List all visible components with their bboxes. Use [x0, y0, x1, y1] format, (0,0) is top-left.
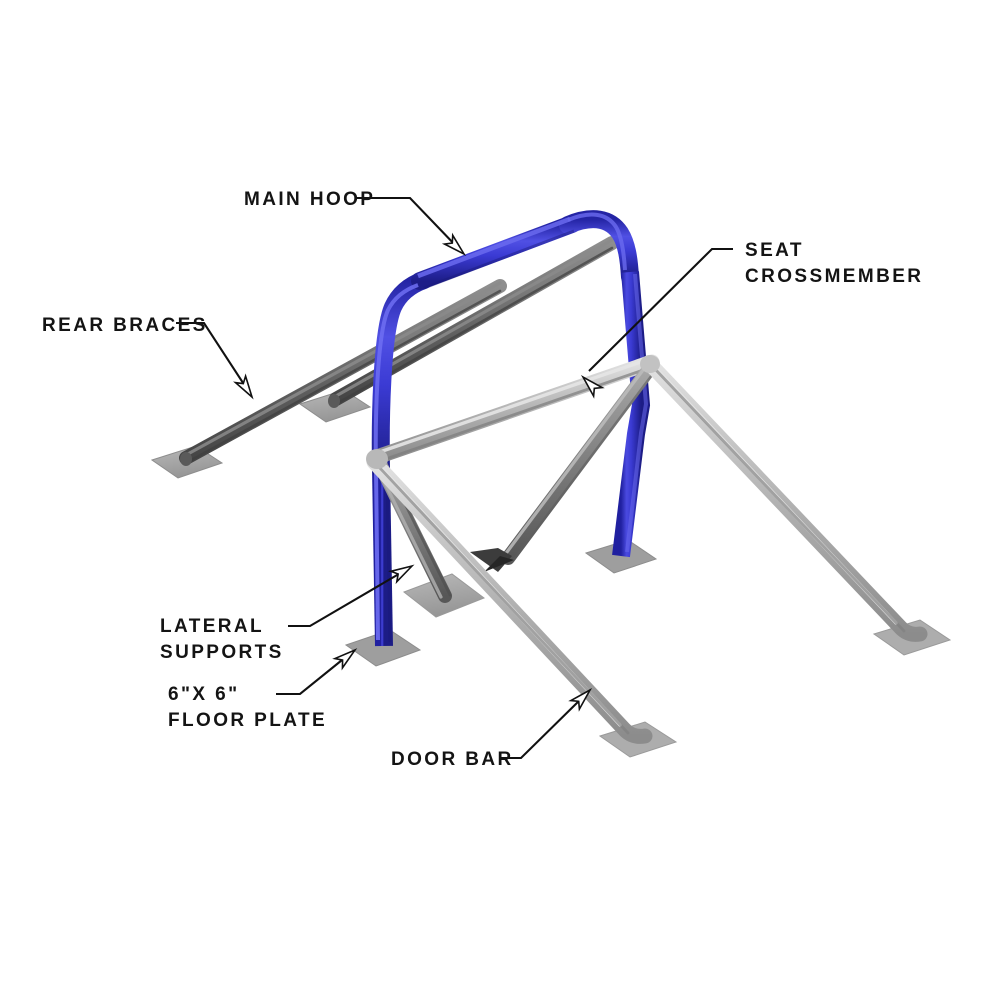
label-line: FLOOR PLATE: [168, 710, 327, 731]
leader-line-rear-braces: [176, 321, 248, 390]
label-line: SUPPORTS: [160, 642, 284, 663]
right-junction-node: [640, 355, 660, 373]
arrowhead-door-bar: [568, 687, 593, 712]
callout-layer: MAIN HOOP REAR BRACES SEAT CROSSMEMBER LATER…: [42, 189, 923, 770]
arrowhead-floor-plate: [332, 648, 358, 671]
leader-line-seat-crossmember: [588, 247, 733, 372]
callout-floor-plate: 6"X 6" FLOOR PLATE: [168, 648, 358, 731]
callout-main-hoop: MAIN HOOP: [244, 189, 467, 256]
callout-door-bar: DOOR BAR: [391, 687, 593, 770]
seat-crossmember: [366, 354, 660, 466]
door-bar-front: [366, 454, 653, 744]
label-line: 6"X 6": [168, 684, 240, 705]
label-lateral-supports: LATERAL SUPPORTS: [160, 616, 284, 663]
label-seat-crossmember: SEAT CROSSMEMBER: [745, 240, 923, 287]
leader-line-lateral-supports: [288, 570, 405, 628]
label-line: SEAT: [745, 240, 804, 261]
arrowhead-lateral-supports: [388, 564, 415, 585]
leader-line-floor-plate: [276, 655, 348, 696]
arrowhead-seat-crossmember: [580, 374, 605, 399]
label-line: REAR BRACES: [42, 315, 208, 336]
floor-plates-group: [150, 389, 952, 758]
leader-line-door-bar: [500, 696, 584, 760]
main-hoop: [371, 210, 651, 647]
callout-seat-crossmember: SEAT CROSSMEMBER: [580, 240, 923, 399]
callout-lateral-supports: LATERAL SUPPORTS: [160, 564, 415, 663]
label-main-hoop: MAIN HOOP: [244, 189, 375, 210]
label-floor-plate: 6"X 6" FLOOR PLATE: [168, 684, 327, 731]
door-bar-rear: [642, 356, 928, 642]
rear-brace-lower: [179, 279, 507, 466]
crimped-tube-end: [470, 548, 512, 572]
leader-line-main-hoop: [356, 196, 459, 249]
diagonal-brace: [470, 361, 657, 572]
label-line: MAIN HOOP: [244, 189, 375, 210]
arrowhead-rear-braces: [233, 373, 254, 400]
label-line: CROSSMEMBER: [745, 266, 923, 287]
label-door-bar: DOOR BAR: [391, 749, 514, 770]
left-junction-node: [366, 449, 388, 469]
callout-rear-braces: REAR BRACES: [42, 315, 254, 400]
arrowhead-main-hoop: [441, 232, 467, 256]
rear-braces-group: [179, 236, 619, 466]
label-rear-braces: REAR BRACES: [42, 315, 208, 336]
label-line: DOOR BAR: [391, 749, 514, 770]
label-line: LATERAL: [160, 616, 264, 637]
